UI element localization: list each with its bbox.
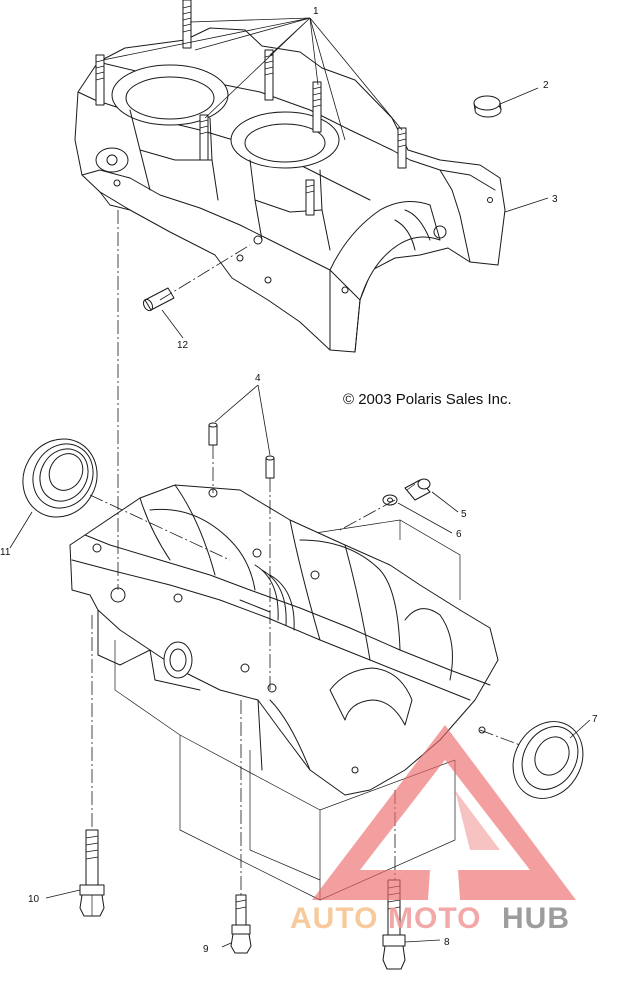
bolt-10	[79, 829, 105, 917]
bolt-9	[230, 894, 252, 954]
callout-5: 5	[461, 509, 467, 520]
callout-7: 7	[592, 714, 598, 725]
dowel-pin	[142, 287, 175, 312]
callout-8: 8	[444, 937, 450, 948]
callout-11: 11	[0, 547, 11, 558]
oil-seal-left	[22, 438, 98, 518]
plug-part	[473, 95, 502, 118]
callout-3: 3	[552, 194, 558, 205]
alignment-centerlines	[89, 210, 521, 895]
watermark-auto: AUTO	[290, 902, 378, 935]
copyright-notice: © 2003 Polaris Sales Inc.	[343, 391, 512, 408]
callout-4: 4	[255, 373, 261, 384]
screw-and-washer	[382, 478, 431, 506]
lower-crankcase	[69, 484, 499, 901]
watermark-moto: MOTO	[388, 902, 481, 935]
callout-1: 1	[313, 6, 319, 17]
automotohub-watermark: AUTO MOTO HUB	[290, 725, 576, 935]
oil-seal-right	[512, 721, 584, 799]
watermark-hub: HUB	[502, 902, 570, 935]
callout-9: 9	[203, 944, 209, 955]
cylinder-stud-set	[95, 0, 407, 216]
callout-12: 12	[177, 340, 189, 351]
callout-6: 6	[456, 529, 462, 540]
dowel-pins-4	[208, 422, 275, 479]
callout-2: 2	[543, 80, 549, 91]
leader-lines	[9, 17, 591, 948]
upper-crankcase	[74, 0, 506, 353]
callout-10: 10	[28, 894, 40, 905]
watermark-triangle-logo	[312, 725, 576, 900]
